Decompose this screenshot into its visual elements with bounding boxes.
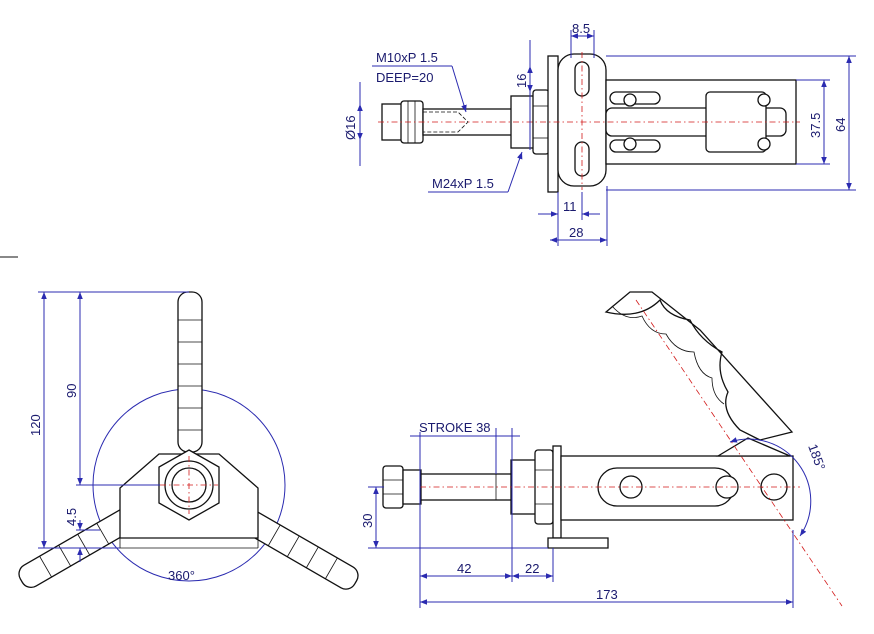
dim-90: 90 [64, 384, 79, 398]
side-view: STROKE 38 30 42 22 173 185° [360, 291, 843, 608]
diameter-16: Ø16 [343, 115, 358, 140]
dim-120: 120 [28, 414, 43, 436]
dim-8-5: 8.5 [572, 21, 590, 36]
top-view: 8.5 16 M10xP 1.5 DEEP=20 Ø16 M24xP 1.5 3… [343, 21, 856, 246]
thread-note-m24: M24xP 1.5 [432, 176, 494, 191]
dim-37-5: 37.5 [808, 113, 823, 138]
dim-4-5: 4.5 [64, 508, 79, 526]
thread-note-m10: M10xP 1.5 [376, 50, 438, 65]
dim-173: 173 [596, 587, 618, 602]
front-view: 120 90 4.5 360° [18, 291, 359, 590]
side-plunger-hex [382, 465, 404, 509]
dim-42: 42 [457, 561, 471, 576]
side-handle [604, 291, 794, 441]
dim-11: 11 [563, 199, 577, 214]
dim-28: 28 [569, 225, 583, 240]
dim-64: 64 [833, 118, 848, 132]
stroke-38: STROKE 38 [419, 420, 491, 435]
thread-note-deep: DEEP=20 [376, 70, 433, 85]
angle-arc [729, 437, 812, 537]
side-base-foot [547, 537, 609, 549]
dim-22: 22 [525, 561, 539, 576]
dim-30: 30 [360, 514, 375, 528]
top-base-plate [547, 55, 559, 193]
dim-16-top: 16 [514, 74, 529, 88]
angle-185: 185° [805, 442, 828, 472]
handle-arm-top [177, 291, 203, 453]
rotation-360: 360° [168, 568, 195, 583]
